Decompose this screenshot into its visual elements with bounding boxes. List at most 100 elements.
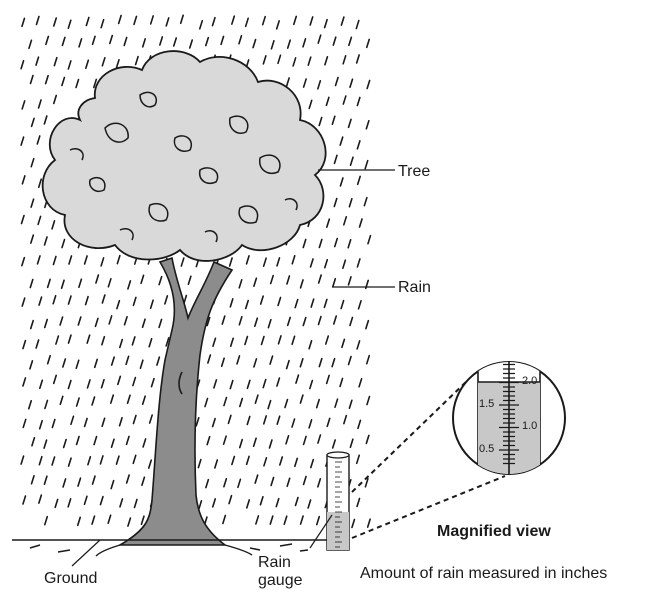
raindrop <box>245 255 250 265</box>
raindrop <box>307 499 312 509</box>
raindrop <box>22 495 27 505</box>
raindrop <box>77 477 82 487</box>
raindrop <box>356 96 361 107</box>
raindrop <box>21 256 26 267</box>
raindrop <box>262 257 267 267</box>
raindrop <box>159 36 164 46</box>
raindrop <box>67 379 72 390</box>
raindrop <box>198 20 204 30</box>
raindrop <box>347 355 352 366</box>
raindrop <box>349 156 354 167</box>
raindrop <box>364 478 369 488</box>
raindrop <box>116 254 121 265</box>
raindrop <box>355 454 361 465</box>
raindrop <box>29 278 34 289</box>
raindrop <box>109 394 115 404</box>
raindrop <box>332 36 337 46</box>
raindrop <box>238 315 243 326</box>
raindrop <box>86 379 91 389</box>
raindrop <box>365 38 371 49</box>
raindrop <box>318 116 323 127</box>
raindrop <box>60 279 65 290</box>
raindrop <box>55 335 60 345</box>
raindrop <box>254 474 259 484</box>
label-rain-gauge-line2: gauge <box>258 572 303 589</box>
raindrop <box>31 436 36 447</box>
raindrop <box>358 378 363 388</box>
raindrop <box>302 78 307 88</box>
raindrop <box>214 459 219 469</box>
raindrop <box>366 518 371 528</box>
raindrop <box>341 338 346 349</box>
raindrop <box>91 396 96 406</box>
raindrop <box>67 60 72 70</box>
raindrop <box>244 335 249 346</box>
raindrop <box>332 315 338 325</box>
raindrop <box>133 15 138 26</box>
raindrop <box>262 378 267 389</box>
raindrop <box>134 55 139 66</box>
raindrop <box>127 280 132 290</box>
raindrop <box>283 515 288 526</box>
raindrop <box>267 399 272 410</box>
raindrop <box>212 337 217 348</box>
raindrop <box>180 257 185 267</box>
raindrop <box>206 316 211 327</box>
raindrop <box>276 257 281 267</box>
raindrop <box>310 298 315 308</box>
raindrop <box>326 218 331 228</box>
raindrop <box>229 337 235 348</box>
raindrop <box>22 339 27 350</box>
raindrop <box>291 418 296 428</box>
raindrop <box>147 459 153 469</box>
raindrop <box>179 14 185 25</box>
raindrop <box>294 457 299 468</box>
raindrop <box>260 335 265 346</box>
raindrop <box>365 119 370 130</box>
raindrop <box>333 197 338 208</box>
raindrop <box>59 395 64 406</box>
raindrop <box>252 38 257 49</box>
raindrop <box>100 257 105 267</box>
raindrop <box>22 377 27 387</box>
tick-label-0-5: 0.5 <box>479 443 494 455</box>
raindrop <box>38 494 43 504</box>
raindrop <box>110 438 115 449</box>
raindrop <box>284 398 289 409</box>
raindrop <box>259 295 264 305</box>
raindrop <box>325 374 330 385</box>
raindrop <box>149 299 154 310</box>
raindrop <box>62 478 67 488</box>
raindrop <box>286 477 291 488</box>
raindrop <box>231 15 236 25</box>
raindrop <box>349 78 354 89</box>
raindrop <box>77 316 82 326</box>
raindrop <box>21 297 26 307</box>
tick-label-2-0: 2.0 <box>522 375 537 387</box>
raindrop <box>347 276 352 286</box>
raindrop <box>259 496 264 506</box>
label-magnified-view: Magnified view <box>437 523 551 540</box>
raindrop <box>36 255 41 265</box>
raindrop <box>223 477 228 488</box>
raindrop <box>35 15 40 26</box>
raindrop <box>107 278 112 288</box>
raindrop <box>197 458 202 469</box>
raindrop <box>261 15 266 26</box>
raindrop <box>204 397 209 408</box>
raindrop <box>116 299 121 310</box>
raindrop <box>299 279 304 289</box>
raindrop <box>302 316 307 327</box>
raindrop <box>323 18 328 29</box>
tick-label-1-0: 1.0 <box>522 420 537 432</box>
raindrop <box>198 500 203 510</box>
raindrop <box>187 275 192 286</box>
raindrop <box>86 334 91 344</box>
raindrop <box>331 115 336 126</box>
raindrop <box>61 238 66 249</box>
raindrop <box>317 34 322 44</box>
raindrop <box>52 374 58 385</box>
raindrop <box>75 359 80 370</box>
raindrop <box>67 334 72 344</box>
